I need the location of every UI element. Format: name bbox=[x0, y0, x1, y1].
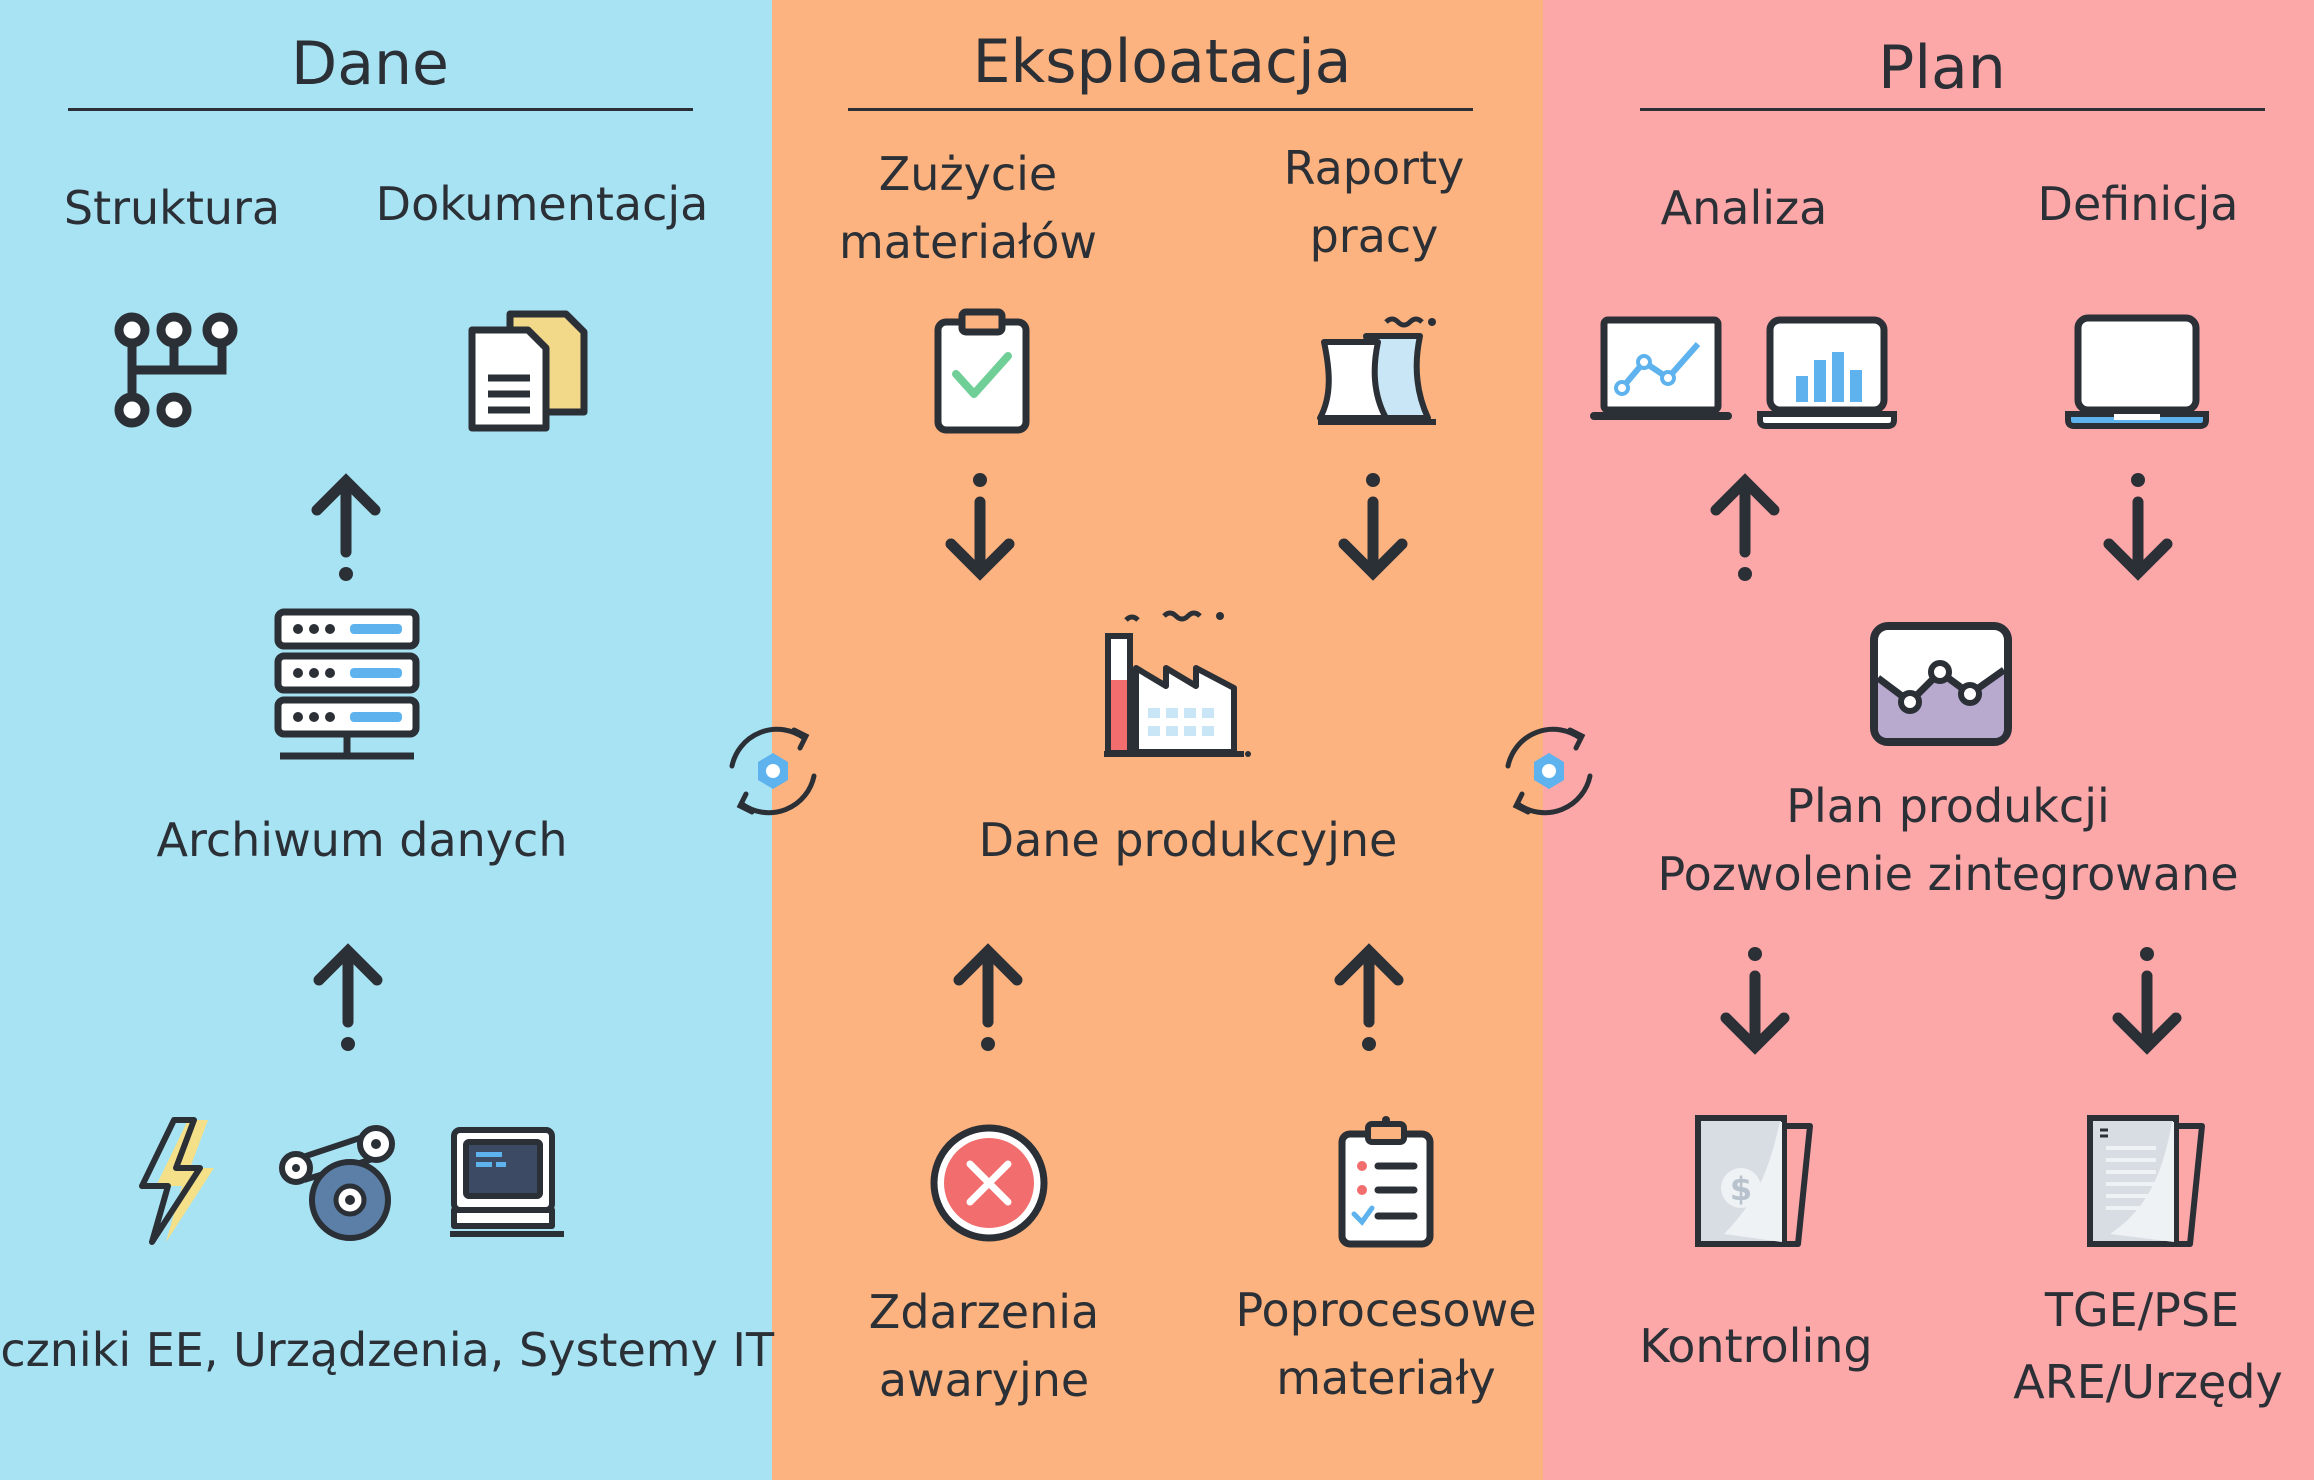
label-poprocesowe-materialy-line2: materiały bbox=[1276, 1351, 1496, 1405]
label-struktura: Struktura bbox=[63, 181, 281, 235]
svg-text:$: $ bbox=[1730, 1170, 1752, 1208]
label-plan-produkcji: Plan produkcji bbox=[1786, 779, 2110, 833]
arrow-up-icon bbox=[1710, 473, 1780, 581]
finance-document-icon: $ bbox=[1695, 1115, 1813, 1247]
arrow-down-icon bbox=[2103, 473, 2173, 581]
laptop-line-chart-icon bbox=[1590, 316, 1732, 420]
label-definicja: Definicja bbox=[2037, 177, 2239, 231]
arrow-up-icon bbox=[953, 943, 1023, 1051]
label-kontroling: Kontroling bbox=[1639, 1319, 1873, 1373]
plan-title: Plan bbox=[1878, 33, 2006, 103]
label-zuzycie-materialow-line1: Zużycie bbox=[878, 147, 1058, 201]
clipboard-check-icon bbox=[934, 308, 1030, 434]
label-dokumentacja: Dokumentacja bbox=[375, 177, 709, 231]
label-poprocesowe-materialy-line1: Poprocesowe bbox=[1235, 1283, 1537, 1337]
factory-icon bbox=[1104, 610, 1251, 757]
arrow-down-icon bbox=[2112, 947, 2182, 1055]
server-archive-icon bbox=[274, 608, 420, 760]
checklist-icon bbox=[1338, 1116, 1434, 1248]
arrow-up-icon bbox=[311, 473, 381, 581]
label-pozwolenie-zintegrowane: Pozwolenie zintegrowane bbox=[1657, 847, 2239, 901]
structure-tree-icon bbox=[114, 312, 238, 428]
plan-title-underline bbox=[1640, 108, 2265, 111]
power-plant-icon bbox=[1317, 316, 1436, 425]
label-sources: Liczniki EE, Urządzenia, Systemy IT bbox=[0, 1323, 775, 1377]
label-archiwum-danych: Archiwum danych bbox=[156, 813, 568, 867]
label-dane-produkcyjne: Dane produkcyjne bbox=[978, 813, 1398, 867]
arrow-up-icon bbox=[1334, 943, 1404, 1051]
label-zdarzenia-awaryjne-line2: awaryjne bbox=[878, 1353, 1090, 1407]
production-plan-chart-icon bbox=[1870, 622, 2012, 746]
arrow-down-icon bbox=[1720, 947, 1790, 1055]
label-are-urzedy: ARE/Urzędy bbox=[2013, 1355, 2283, 1409]
arrow-up-icon bbox=[313, 943, 383, 1051]
label-raporty-pracy-line1: Raporty bbox=[1283, 141, 1465, 195]
sync-cycle-icon bbox=[729, 726, 817, 816]
machine-gears-icon bbox=[279, 1125, 395, 1241]
report-document-icon bbox=[2087, 1115, 2205, 1247]
label-zdarzenia-awaryjne-line1: Zdarzenia bbox=[868, 1285, 1100, 1339]
laptop-bar-chart-icon bbox=[1757, 316, 1897, 429]
computer-terminal-icon bbox=[450, 1127, 564, 1237]
label-tge-pse: TGE/PSE bbox=[2044, 1283, 2240, 1337]
failure-x-icon bbox=[930, 1124, 1048, 1242]
lightning-bolt-icon bbox=[139, 1117, 214, 1245]
label-raporty-pracy-line2: pracy bbox=[1309, 209, 1439, 263]
arrow-down-icon bbox=[945, 473, 1015, 581]
dane-title-underline bbox=[68, 108, 693, 111]
dane-title: Dane bbox=[291, 29, 449, 99]
sync-cycle-icon bbox=[1505, 726, 1593, 816]
label-zuzycie-materialow-line2: materiałów bbox=[838, 215, 1098, 269]
documents-icon bbox=[468, 310, 588, 432]
eksploatacja-title: Eksploatacja bbox=[972, 27, 1352, 97]
panel-dane bbox=[0, 0, 772, 1480]
eksploatacja-title-underline bbox=[848, 108, 1473, 111]
label-analiza: Analiza bbox=[1660, 181, 1828, 235]
laptop-icon bbox=[2065, 314, 2209, 429]
arrow-down-icon bbox=[1338, 473, 1408, 581]
